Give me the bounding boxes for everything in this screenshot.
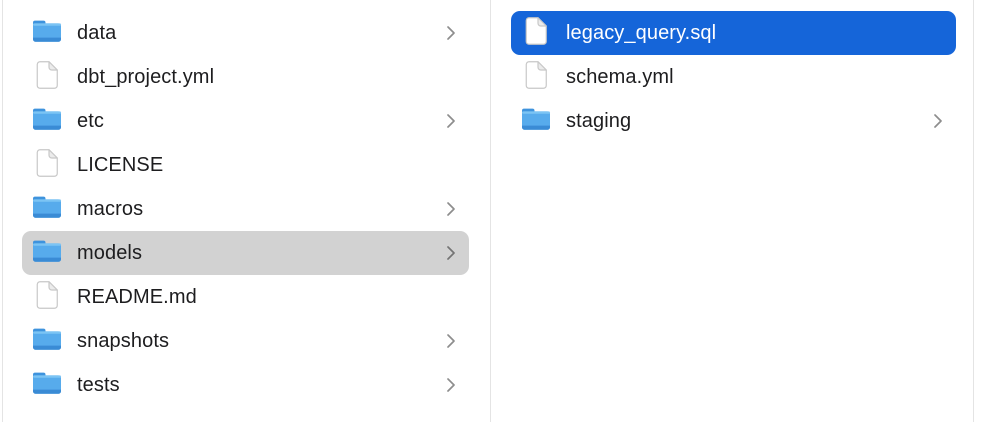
file-name-label: README.md	[77, 285, 197, 308]
row-macros[interactable]: macros	[22, 187, 469, 231]
row-README.md[interactable]: README.md	[22, 275, 469, 319]
file-name-label: data	[77, 21, 117, 44]
icon-slot	[32, 148, 62, 182]
icon-slot	[32, 194, 62, 224]
row-staging[interactable]: staging	[511, 99, 956, 143]
icon-slot	[521, 60, 551, 94]
chevron-right-icon	[446, 25, 456, 41]
folder-icon	[32, 18, 62, 48]
chevron-right-icon	[446, 113, 456, 129]
column-preview-empty	[974, 0, 984, 422]
icon-slot	[32, 106, 62, 136]
folder-icon	[32, 326, 62, 356]
left-column-divider	[0, 0, 3, 422]
folder-icon	[32, 370, 62, 400]
row-snapshots[interactable]: snapshots	[22, 319, 469, 363]
icon-slot	[521, 106, 551, 136]
file-name-label: tests	[77, 373, 120, 396]
icon-slot	[32, 18, 62, 48]
chevron-right-icon	[446, 245, 456, 261]
icon-slot	[32, 370, 62, 400]
folder-icon	[32, 238, 62, 268]
icon-slot	[32, 238, 62, 268]
document-icon	[525, 60, 547, 94]
document-icon	[36, 60, 58, 94]
icon-slot	[32, 60, 62, 94]
file-name-label: legacy_query.sql	[566, 21, 717, 44]
document-icon	[36, 148, 58, 182]
row-LICENSE[interactable]: LICENSE	[22, 143, 469, 187]
file-name-label: staging	[566, 109, 632, 132]
icon-slot	[521, 16, 551, 50]
folder-icon	[32, 194, 62, 224]
chevron-right-icon	[446, 201, 456, 217]
row-schema.yml[interactable]: schema.yml	[511, 55, 956, 99]
file-name-label: models	[77, 241, 143, 264]
row-dbt_project.yml[interactable]: dbt_project.yml	[22, 55, 469, 99]
icon-slot	[32, 280, 62, 314]
row-models[interactable]: models	[22, 231, 469, 275]
file-name-label: etc	[77, 109, 104, 132]
column-models-parent: data dbt_project.yml	[3, 0, 491, 422]
row-tests[interactable]: tests	[22, 363, 469, 407]
row-data[interactable]: data	[22, 11, 469, 55]
row-legacy_query.sql[interactable]: legacy_query.sql	[511, 11, 956, 55]
document-icon	[36, 280, 58, 314]
file-name-label: macros	[77, 197, 144, 220]
row-etc[interactable]: etc	[22, 99, 469, 143]
folder-icon	[521, 106, 551, 136]
file-name-label: schema.yml	[566, 65, 674, 88]
file-name-label: dbt_project.yml	[77, 65, 215, 88]
file-name-label: LICENSE	[77, 153, 164, 176]
file-name-label: snapshots	[77, 329, 170, 352]
column-models-contents: legacy_query.sql sch	[491, 0, 974, 422]
folder-icon	[32, 106, 62, 136]
chevron-right-icon	[933, 113, 943, 129]
document-icon	[525, 16, 547, 50]
icon-slot	[32, 326, 62, 356]
chevron-right-icon	[446, 377, 456, 393]
chevron-right-icon	[446, 333, 456, 349]
